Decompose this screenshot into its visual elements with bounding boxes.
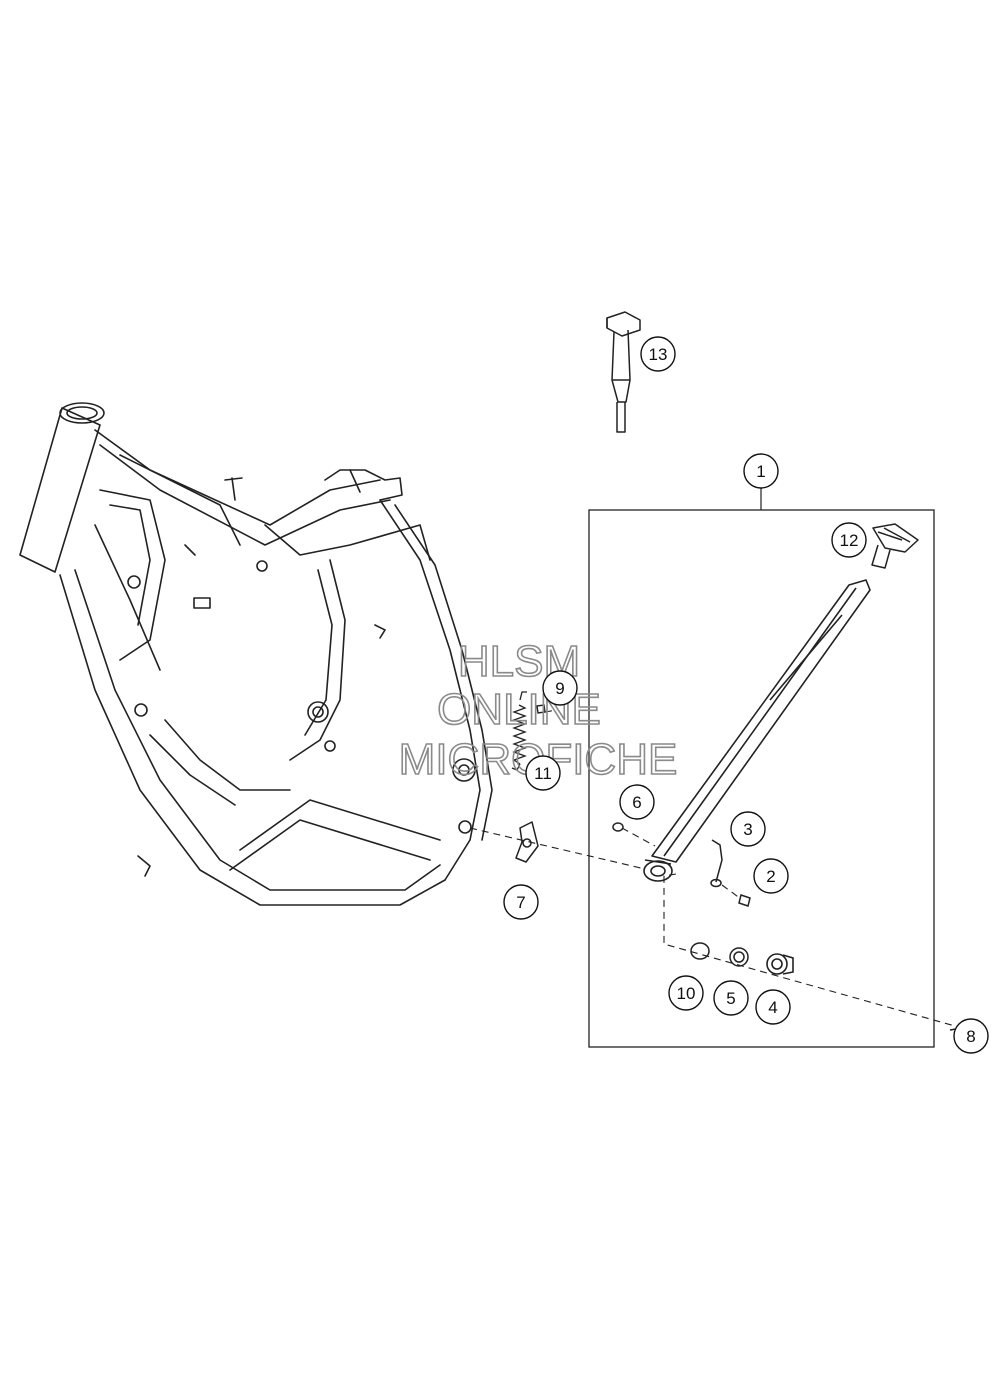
callout-number: 8 — [966, 1027, 975, 1046]
item-6-nut — [612, 822, 624, 832]
callout-number: 7 — [516, 893, 525, 912]
callout-number: 9 — [555, 679, 564, 698]
side-stand-leg — [643, 579, 871, 882]
callout-7: 7 — [503, 884, 539, 920]
item-7-bracket — [515, 821, 539, 863]
item-3-hook — [710, 839, 723, 888]
callout-1: 1 — [743, 453, 779, 489]
callout-circle — [753, 858, 789, 894]
callout-13: 13 — [640, 336, 676, 372]
callout-3: 3 — [730, 811, 766, 847]
callout-2: 2 — [753, 858, 789, 894]
callout-5: 5 — [713, 980, 749, 1016]
item-13-tool — [606, 311, 641, 433]
callout-10: 10 — [668, 975, 704, 1011]
motorcycle-frame — [19, 402, 493, 906]
item-5-washer — [729, 947, 749, 967]
callout-number: 5 — [726, 989, 735, 1008]
callout-number: 10 — [677, 984, 696, 1003]
callout-circle — [619, 784, 655, 820]
callout-9: 9 — [542, 670, 578, 706]
callout-number: 11 — [534, 764, 552, 783]
callout-number: 6 — [632, 793, 641, 812]
callout-11: 11 — [525, 755, 561, 791]
callout-circle — [542, 670, 578, 706]
callout-12: 12 — [831, 522, 867, 558]
callout-number: 1 — [756, 462, 765, 481]
assembly-lines — [469, 709, 963, 1029]
callout-circle — [713, 980, 749, 1016]
callout-circle — [953, 1018, 989, 1054]
callout-number: 13 — [649, 345, 668, 364]
callout-6: 6 — [619, 784, 655, 820]
callout-circle — [730, 811, 766, 847]
callout-number: 2 — [766, 867, 775, 886]
callout-circle — [743, 453, 779, 489]
callout-circle — [668, 975, 704, 1011]
item-4-bushing — [766, 953, 794, 975]
callout-4: 4 — [755, 989, 791, 1025]
callout-circle — [640, 336, 676, 372]
item-2-screw — [738, 894, 751, 907]
item-10-washer — [690, 942, 710, 960]
callout-number: 3 — [743, 820, 752, 839]
item-11-spring — [511, 691, 527, 771]
callout-8: 8 — [953, 1018, 989, 1054]
callout-circle — [755, 989, 791, 1025]
callout-circle — [503, 884, 539, 920]
callout-number: 12 — [840, 531, 859, 550]
callout-circle — [831, 522, 867, 558]
callout-circle — [525, 755, 561, 791]
item-12-pad — [871, 523, 919, 569]
callout-number: 4 — [768, 998, 777, 1017]
